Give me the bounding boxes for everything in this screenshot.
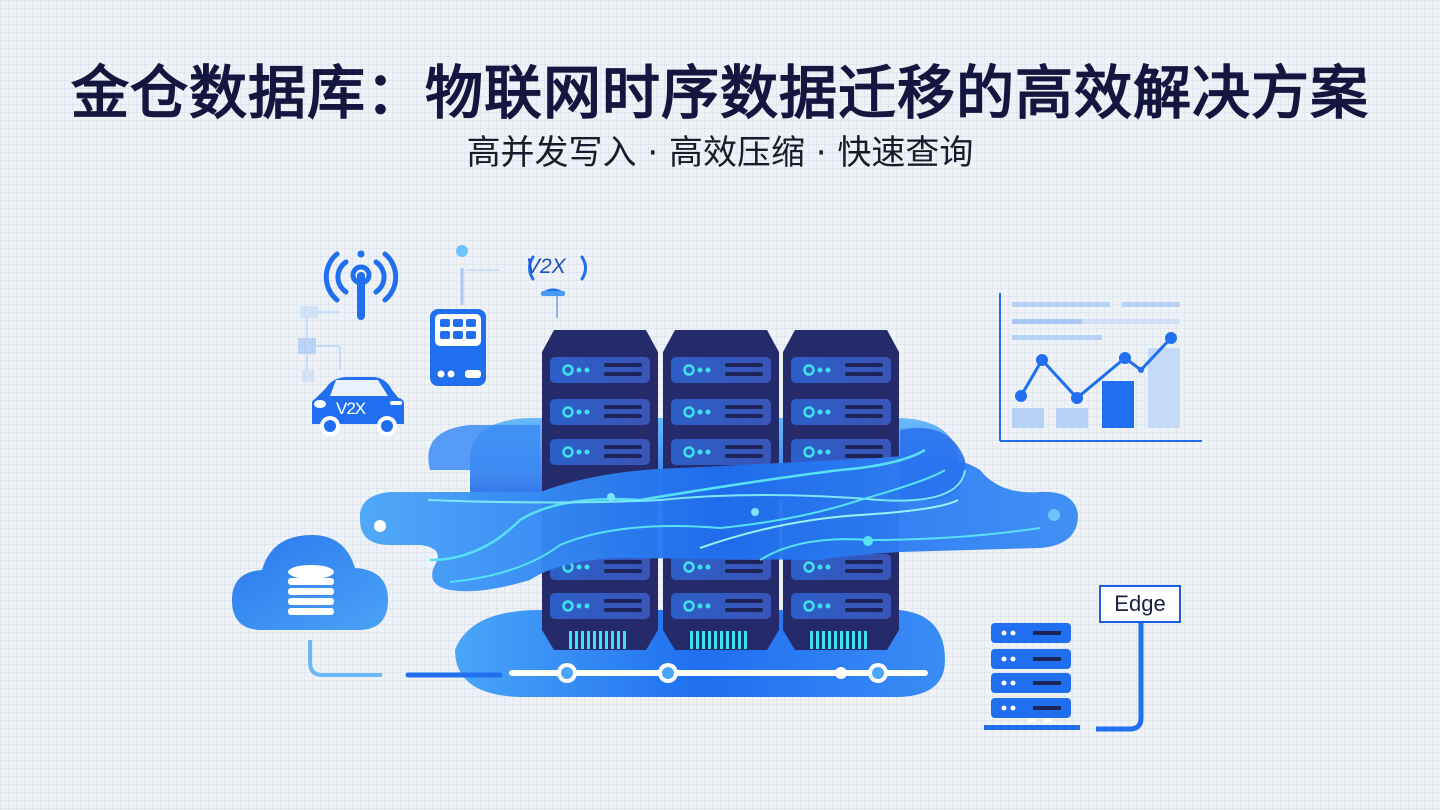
iot-gateway-icon (430, 245, 500, 386)
edge-server-icon (984, 622, 1144, 732)
v2x-antenna-icon (528, 255, 587, 318)
edge-label: Edge (1099, 585, 1181, 623)
car-label: V2X (336, 399, 366, 418)
data-flow-icon (359, 425, 1079, 592)
v2x-antenna-label: V2X (526, 255, 566, 278)
signal-tower-icon (323, 250, 399, 320)
rack-slots (548, 355, 893, 649)
page-subtitle: 高并发写入 · 高效压缩 · 快速查询 (466, 133, 974, 173)
car-icon (312, 377, 404, 436)
page-title: 金仓数据库：物联网时序数据迁移的高效解决方案 (70, 59, 1369, 127)
network-nodes-icon (298, 306, 341, 382)
cloud-database-icon (232, 535, 503, 678)
analytics-chart-icon (999, 293, 1202, 442)
